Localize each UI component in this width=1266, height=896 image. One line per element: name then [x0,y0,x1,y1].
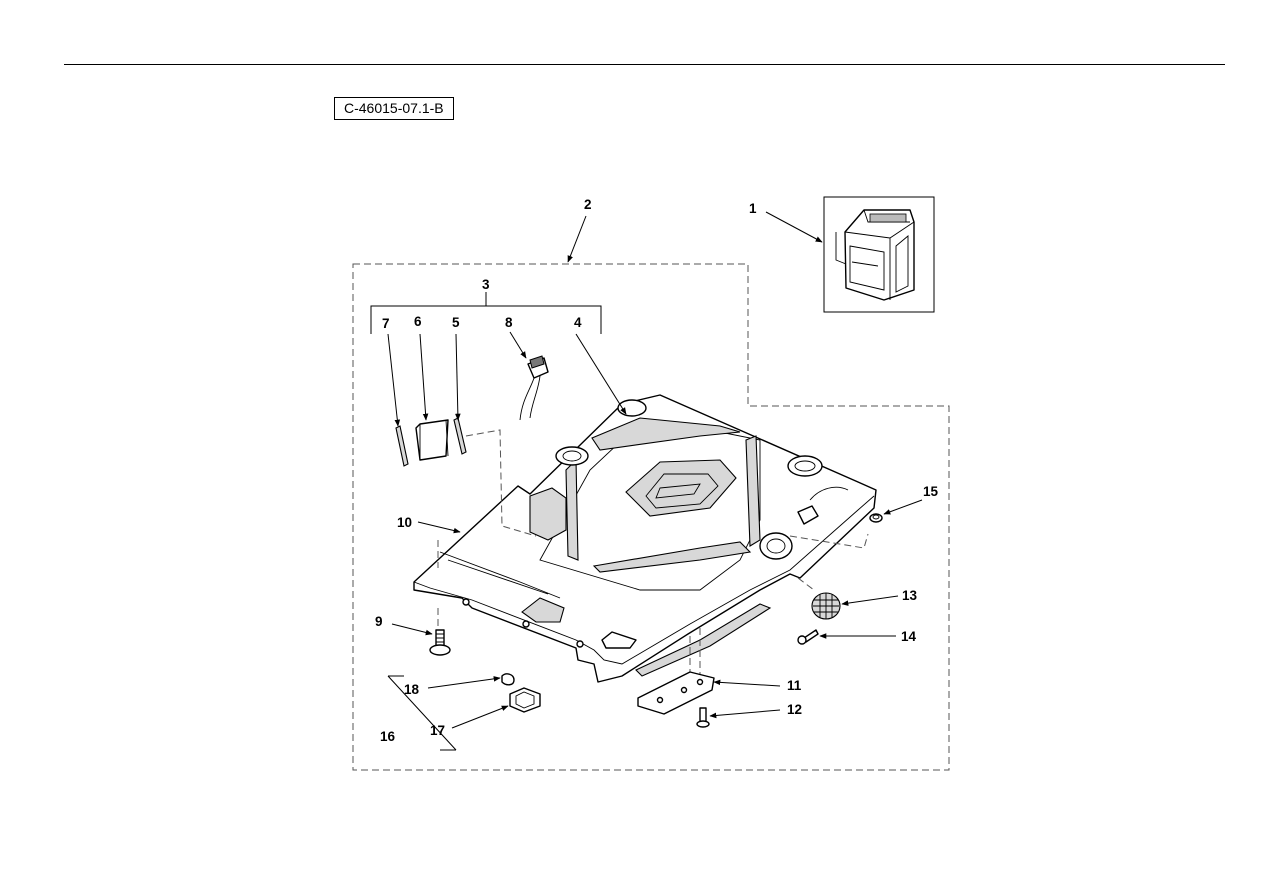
callout-10: 10 [397,515,412,530]
callout-17: 17 [430,723,445,738]
callout-1: 1 [749,201,757,216]
part-11-bracket [637,671,715,715]
callout-5: 5 [452,315,460,330]
callout-4: 4 [574,315,582,330]
part-17-grommet [509,687,541,713]
leader-lines [387,211,923,729]
callout-3: 3 [482,277,490,292]
part-8-switch [519,355,549,421]
callout-14: 14 [901,629,917,644]
cab-frame-inset [823,196,935,313]
callout-2: 2 [584,197,592,212]
callout-13: 13 [902,588,918,603]
group-16-bracket [387,675,457,751]
callout-12: 12 [787,702,802,717]
part-18-bulb [501,673,515,686]
part-12-screw [696,707,710,728]
headliner-panel [413,394,877,683]
part-13-grille [811,592,841,620]
part-5-strip [453,417,467,455]
callout-9: 9 [375,614,383,629]
part-7-strip [395,425,409,467]
part-6-foam-block [415,419,449,461]
callout-6: 6 [414,314,422,329]
callout-7: 7 [382,316,390,331]
callout-16: 16 [380,729,396,744]
callout-11: 11 [787,678,802,693]
figure-reference-label: C-46015-07.1-B [334,97,454,120]
header-rule [64,64,1225,65]
hidden-leaders [437,429,869,686]
callout-18: 18 [404,682,420,697]
part-9-fastener [429,629,451,656]
assembly-dashed-outline [352,263,950,771]
group-3-bracket [370,292,602,334]
callout-15: 15 [923,484,939,499]
part-15-clip [869,513,883,523]
callout-8: 8 [505,315,513,330]
part-14-screw [797,629,819,645]
